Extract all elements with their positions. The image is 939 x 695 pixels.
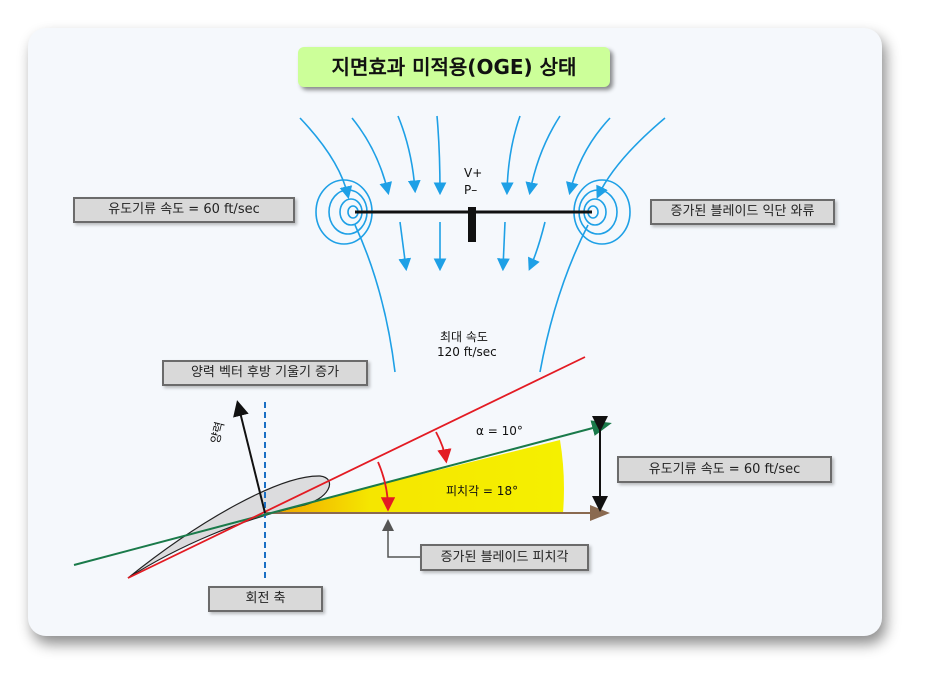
rotation-axis-label: 회전 축: [208, 586, 323, 612]
alpha-text: α = 10°: [476, 424, 523, 438]
lift-vector-arrow: [233, 400, 266, 514]
rotor-hub: [468, 207, 476, 242]
airfoil: [127, 475, 331, 579]
chord-line: [127, 356, 586, 579]
v-plus-text: V+: [464, 166, 483, 180]
alpha-arrow: [435, 431, 452, 464]
induced-flow-label-bottom: 유도기류 속도 = 60 ft/sec: [617, 456, 832, 483]
lift-tilt-label: 양력 벡터 후방 기울기 증가: [162, 360, 368, 386]
max-speed-text: 최대 속도: [440, 330, 488, 344]
page-title: 지면효과 미적용(OGE) 상태: [298, 47, 610, 87]
diagram-card: [28, 28, 882, 636]
induced-flow-label-top: 유도기류 속도 = 60 ft/sec: [73, 197, 295, 223]
pitch-angle-text: 피치각 = 18°: [446, 484, 519, 498]
tip-vortex-label: 증가된 블레이드 익단 와류: [650, 199, 835, 225]
pitch-arrow: [377, 461, 396, 512]
relative-wind-line: [73, 420, 612, 566]
p-minus-text: P–: [464, 183, 478, 197]
max-speed-value: 120 ft/sec: [437, 345, 497, 359]
pitch-callout-leader: [382, 519, 420, 558]
pitch-increase-label: 증가된 블레이드 피치각: [420, 544, 589, 571]
